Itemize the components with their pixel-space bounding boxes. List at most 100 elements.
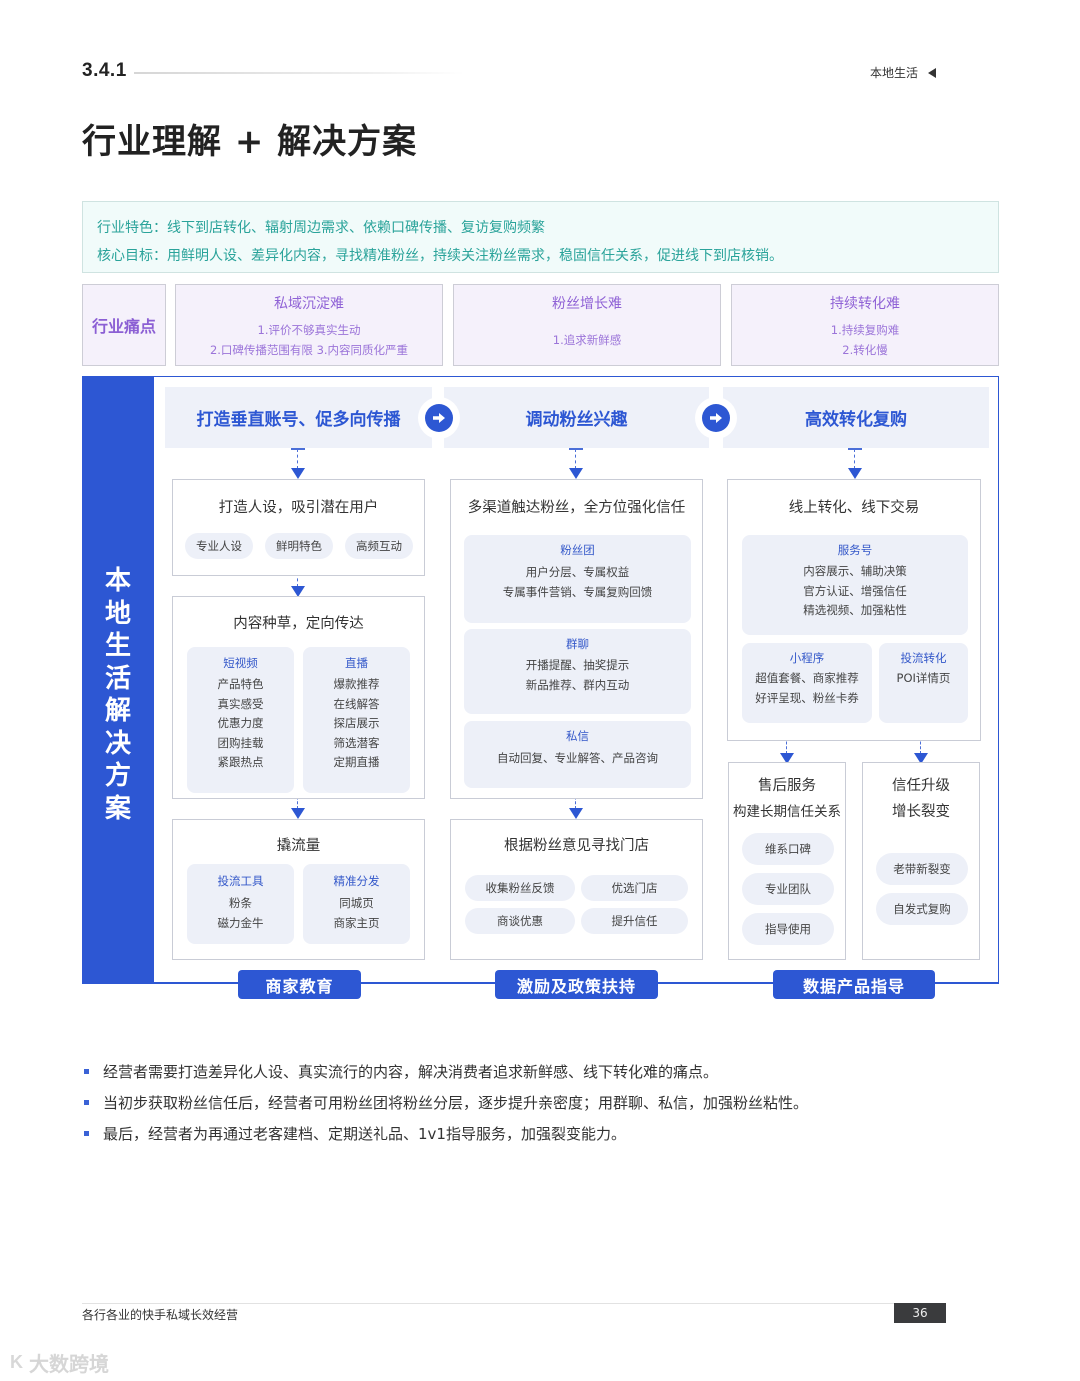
online-conversion-box: 线上转化、线下交易 服务号 内容展示、辅助决策 官方认证、增强信任 精选视频、加… bbox=[727, 479, 981, 741]
box-title: 打造人设，吸引潜在用户 bbox=[218, 500, 379, 516]
box-title-line: 售后服务 bbox=[758, 778, 816, 794]
side-char: 方 bbox=[104, 761, 131, 791]
mini-program-card: 小程序 超值套餐、商家推荐 好评呈现、粉丝卡券 bbox=[742, 643, 872, 723]
card-title: 粉丝团 bbox=[560, 543, 595, 557]
persona-box: 打造人设，吸引潜在用户 专业人设 鲜明特色 高频互动 bbox=[172, 479, 425, 576]
box-title: 撬流量 bbox=[276, 838, 321, 854]
card-title: 群聊 bbox=[566, 637, 589, 651]
bullet-square-icon bbox=[84, 1069, 89, 1074]
card-line: 开播提醒、抽奖提示 bbox=[525, 658, 630, 672]
bullet-item: 当初步获取粉丝信任后，经营者可用粉丝团将粉丝分层，逐步提升亲密度；用群聊、私信，… bbox=[84, 1087, 808, 1118]
card-line: 爆款推荐 bbox=[333, 677, 380, 691]
card-title: 投流转化 bbox=[900, 651, 947, 665]
short-video-card: 短视频 产品特色 真实感受 优惠力度 团购挂载 紧跟热点 bbox=[187, 647, 294, 793]
card-line: 在线解答 bbox=[333, 696, 380, 711]
section-divider bbox=[134, 72, 464, 74]
connector-arrow bbox=[848, 448, 862, 480]
side-char: 解 bbox=[104, 696, 131, 726]
industry-feature-box: 行业特色：线下到店转化、辐射周边需求、依赖口碑传播、复访复购频繁 核心目标：用鲜… bbox=[82, 201, 999, 273]
side-char: 活 bbox=[104, 663, 131, 694]
card-title: 精准分发 bbox=[333, 874, 380, 888]
summary-bullets: 经营者需要打造差异化人设、真实流行的内容，解决消费者追求新鲜感、线下转化难的痛点… bbox=[84, 1056, 808, 1149]
connector-arrow bbox=[569, 448, 583, 480]
card-line: 筛选潜客 bbox=[333, 735, 380, 750]
pain-card-title: 粉丝增长难 bbox=[552, 296, 622, 312]
card-line: 好评呈现、粉丝卡券 bbox=[755, 690, 859, 705]
merchant-education-button[interactable]: 商家教育 bbox=[238, 970, 361, 999]
bullet-square-icon bbox=[84, 1131, 89, 1136]
industry-traits: 行业特色：线下到店转化、辐射周边需求、依赖口碑传播、复访复购频繁 bbox=[97, 220, 545, 236]
stage-conversion-repurchase: 高效转化复购 bbox=[723, 387, 989, 448]
footer-divider bbox=[82, 1303, 946, 1304]
card-line: 产品特色 bbox=[217, 677, 264, 691]
arrow-right-icon bbox=[425, 404, 453, 432]
content-seeding-box: 内容种草，定向传达 短视频 产品特色 真实感受 优惠力度 团购挂载 紧跟热点 直… bbox=[172, 596, 425, 799]
section-number: 3.4.1 bbox=[82, 60, 127, 81]
card-line: 用户分层、专属权益 bbox=[525, 565, 630, 579]
card-line: 团购挂载 bbox=[217, 735, 264, 750]
pill-tag: 老带新裂变 bbox=[876, 853, 968, 885]
pill-tag: 提升信任 bbox=[581, 908, 688, 934]
pill-tag: 专业人设 bbox=[185, 533, 253, 559]
card-line: 真实感受 bbox=[217, 696, 264, 711]
incentive-policy-button[interactable]: 激励及政策扶持 bbox=[495, 970, 658, 999]
fan-club-card: 粉丝团 用户分层、专属权益 专属事件营销、专属复购回馈 bbox=[464, 535, 691, 623]
card-title: 服务号 bbox=[837, 543, 873, 557]
card-line: 紧跟热点 bbox=[217, 755, 264, 769]
box-title: 信任升级 增长裂变 bbox=[863, 773, 979, 825]
private-message-card: 私信 自动回复、专业解答、产品咨询 bbox=[464, 721, 691, 788]
card-line: 商家主页 bbox=[333, 915, 380, 930]
box-title: 多渠道触达粉丝，全方位强化信任 bbox=[467, 500, 686, 516]
pain-card-line: 2.口碑传播范围有限 3.内容同质化严重 bbox=[209, 343, 409, 357]
card-line: 同城页 bbox=[339, 896, 374, 910]
pill-tag: 专业团队 bbox=[742, 873, 834, 905]
page-title: 行业理解 + 解决方案 bbox=[82, 122, 418, 162]
pain-card-line: 1.追求新鲜感 bbox=[552, 333, 622, 347]
solution-side-bar bbox=[82, 376, 154, 984]
data-product-guide-button[interactable]: 数据产品指导 bbox=[773, 970, 935, 999]
card-title: 投流工具 bbox=[217, 874, 264, 888]
arrow-right-icon bbox=[702, 404, 730, 432]
bullet-item: 最后，经营者为再通过老客建档、定期送礼品、1v1指导服务，加强裂变能力。 bbox=[84, 1118, 808, 1149]
pain-card-line: 2.转化慢 bbox=[842, 343, 888, 357]
pill-tag: 优选门店 bbox=[581, 875, 688, 901]
card-line: 精选视频、加强粘性 bbox=[803, 603, 907, 617]
service-account-card: 服务号 内容展示、辅助决策 官方认证、增强信任 精选视频、加强粘性 bbox=[742, 535, 968, 635]
card-title: 小程序 bbox=[789, 651, 825, 665]
page-number: 36 bbox=[894, 1303, 946, 1323]
watermark-text: 大数跨境 bbox=[29, 1352, 109, 1376]
pain-card-line: 1.评价不够真实生动 bbox=[257, 323, 361, 337]
footer-book-title: 各行各业的快手私域长效经营 bbox=[82, 1308, 239, 1322]
card-line: 超值套餐、商家推荐 bbox=[755, 671, 859, 685]
bullet-text: 当初步获取粉丝信任后，经营者可用粉丝团将粉丝分层，逐步提升亲密度；用群聊、私信，… bbox=[103, 1094, 809, 1112]
watermark: K 大数跨境 bbox=[10, 1348, 109, 1377]
solution-side-title: 本 地 生 活 解 决 方 案 bbox=[82, 565, 154, 825]
pain-card-title: 持续转化难 bbox=[830, 296, 900, 312]
side-char: 决 bbox=[104, 728, 131, 759]
group-chat-card: 群聊 开播提醒、抽奖提示 新品推荐、群内互动 bbox=[464, 629, 691, 714]
card-line: POI详情页 bbox=[896, 671, 951, 685]
bullet-text: 经营者需要打造差异化人设、真实流行的内容，解决消费者追求新鲜感、线下转化难的痛点… bbox=[103, 1063, 719, 1081]
bullet-square-icon bbox=[84, 1100, 89, 1105]
box-title: 根据粉丝意见寻找门店 bbox=[504, 838, 649, 854]
card-line: 探店展示 bbox=[333, 716, 380, 730]
stage-arrow-1 bbox=[418, 397, 460, 439]
card-title: 直播 bbox=[345, 656, 368, 670]
card-title: 短视频 bbox=[223, 656, 258, 670]
core-goal: 核心目标：用鲜明人设、差异化内容，寻找精准粉丝，持续关注粉丝需求，稳固信任关系，… bbox=[97, 248, 783, 264]
stage-arrow-2 bbox=[695, 397, 737, 439]
pill-tag: 维系口碑 bbox=[742, 833, 834, 865]
box-title-line: 构建长期信任关系 bbox=[733, 804, 841, 820]
box-title: 内容种草，定向传达 bbox=[233, 616, 364, 632]
pill-tag: 商谈优惠 bbox=[465, 908, 575, 934]
pain-card-line: 1.持续复购难 bbox=[830, 323, 900, 337]
card-line: 内容展示、辅助决策 bbox=[803, 564, 907, 578]
side-char: 生 bbox=[104, 631, 131, 661]
card-line: 自动回复、专业解答、产品咨询 bbox=[497, 751, 658, 765]
box-title-line: 增长裂变 bbox=[892, 804, 950, 820]
pain-card-conversion: 持续转化难 1.持续复购难 2.转化慢 bbox=[731, 284, 999, 366]
card-line: 磁力金牛 bbox=[217, 915, 264, 930]
bullet-item: 经营者需要打造差异化人设、真实流行的内容，解决消费者追求新鲜感、线下转化难的痛点… bbox=[84, 1056, 808, 1087]
pain-card-private-domain: 私域沉淀难 1.评价不够真实生动 2.口碑传播范围有限 3.内容同质化严重 bbox=[175, 284, 443, 366]
stage-fan-interest: 调动粉丝兴趣 bbox=[444, 387, 709, 448]
